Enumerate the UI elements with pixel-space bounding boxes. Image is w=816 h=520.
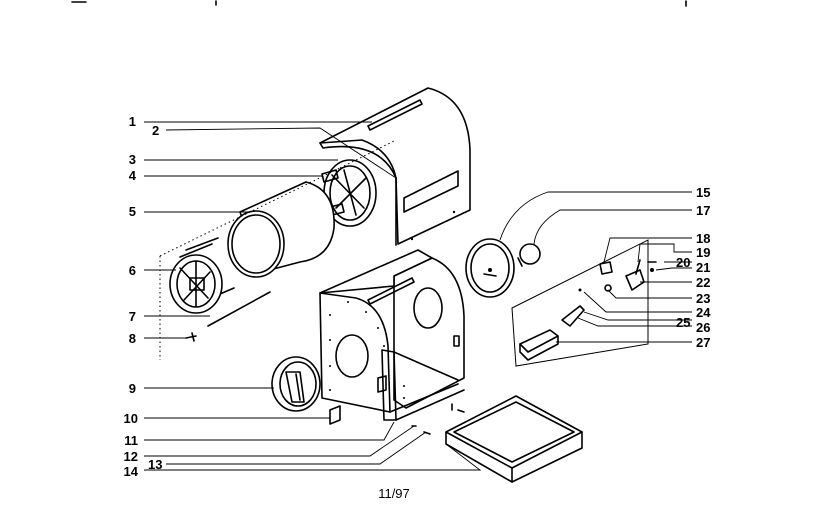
screw <box>185 332 197 342</box>
callout-7: 7 <box>129 309 136 324</box>
callout-10: 10 <box>124 411 138 426</box>
callout-9: 9 <box>129 381 136 396</box>
callout-6: 6 <box>129 263 136 278</box>
footer-date-code: 11/97 <box>378 486 410 501</box>
callout-4: 4 <box>129 168 137 183</box>
lower-cabinet <box>319 249 465 421</box>
callout-18: 18 <box>696 231 710 246</box>
callout-5: 5 <box>129 204 136 219</box>
front-drum-support <box>169 237 235 314</box>
cabinet-holes <box>329 301 405 399</box>
small-plate <box>329 405 341 425</box>
callout-12: 12 <box>124 449 138 464</box>
callout-11: 11 <box>124 433 138 448</box>
callout-8: 8 <box>129 331 136 346</box>
drum <box>227 181 335 278</box>
door-assembly <box>271 356 321 412</box>
callout-15: 15 <box>696 185 710 200</box>
callout-14: 14 <box>124 464 139 479</box>
rear-cover <box>465 238 515 298</box>
drip-tray <box>445 395 583 483</box>
callout-19: 19 <box>696 245 710 260</box>
callout-17: 17 <box>696 203 710 218</box>
callout-2: 2 <box>152 123 159 138</box>
top-cover <box>319 87 471 246</box>
callout-26: 26 <box>696 320 710 335</box>
callout-25: 25 <box>676 315 690 330</box>
callout-23: 23 <box>696 291 710 306</box>
control-parts <box>519 259 657 361</box>
callout-21: 21 <box>696 260 710 275</box>
callout-13: 13 <box>148 457 162 472</box>
guide-rail <box>207 291 271 327</box>
callout-1: 1 <box>129 114 136 129</box>
leader-lines <box>144 121 692 471</box>
callout-22: 22 <box>696 275 710 290</box>
callout-labels: 1 2 3 4 5 6 7 8 9 10 11 12 13 14 15 17 1… <box>124 114 712 479</box>
callout-20: 20 <box>676 255 690 270</box>
callout-3: 3 <box>129 152 136 167</box>
callout-24: 24 <box>696 305 711 320</box>
callout-27: 27 <box>696 335 710 350</box>
motor <box>517 243 541 267</box>
scan-edge-marks <box>71 0 687 7</box>
